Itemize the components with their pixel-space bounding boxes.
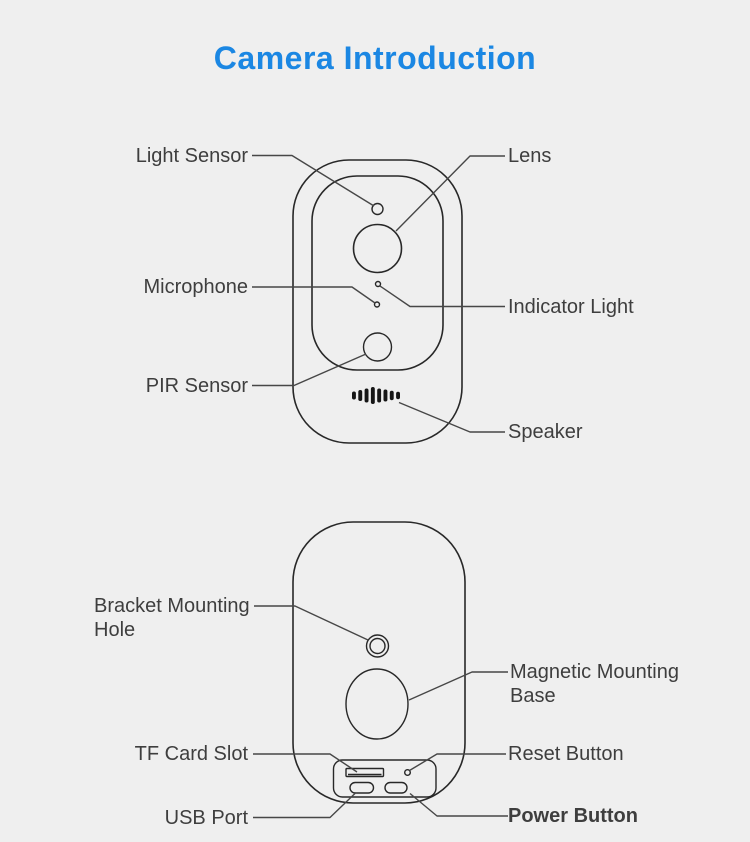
leader-microphone: [252, 286, 376, 304]
leader-indicator-light: [379, 285, 505, 308]
tf-card-slot-shape: [345, 767, 385, 778]
label-power-button: Power Button: [508, 805, 638, 827]
leader-reset-button: [409, 753, 506, 772]
page-title: Camera Introduction: [213, 40, 537, 76]
label-magnetic-mounting-base: Magnetic Mounting Base: [510, 661, 679, 707]
leader-speaker: [398, 401, 505, 433]
camera-back-view: [253, 521, 508, 819]
front-body-outline: [292, 159, 463, 444]
leader-pir-sensor: [252, 353, 367, 387]
bottom-panel: [332, 759, 437, 798]
label-indicator-light: Indicator Light: [508, 296, 634, 318]
reset-button-shape: [404, 769, 412, 777]
label-usb-port: USB Port: [164, 807, 248, 829]
leader-lens: [395, 155, 505, 232]
label-light-sensor: Light Sensor: [135, 145, 248, 167]
label-reset-button: Reset Button: [508, 743, 624, 765]
back-body-outline: [292, 521, 466, 804]
camera-front-view: [252, 154, 505, 444]
label-microphone: Microphone: [143, 276, 248, 298]
usb-port-shape: [349, 781, 375, 794]
magnetic-base-ellipse: [345, 668, 409, 740]
label-bracket-mounting-hole: Bracket Mounting Hole: [94, 595, 250, 641]
indicator-light-dot: [374, 280, 382, 288]
label-pir-sensor: PIR Sensor: [145, 375, 248, 397]
leader-magnetic-mounting-base: [408, 671, 508, 701]
speaker-grille: [352, 387, 400, 404]
leader-light-sensor: [252, 154, 375, 207]
front-face-outline: [311, 175, 444, 371]
leader-power-button: [409, 792, 508, 817]
leader-bracket-mounting-hole: [254, 605, 369, 641]
leader-tf-card-slot: [253, 753, 358, 773]
bracket-hole-inner: [369, 637, 386, 655]
power-button-shape: [384, 781, 408, 794]
pir-sensor-circle: [362, 332, 393, 362]
label-lens: Lens: [508, 145, 552, 167]
bracket-hole-outer: [365, 634, 390, 658]
light-sensor-circle: [371, 202, 384, 216]
label-tf-card-slot: TF Card Slot: [134, 743, 248, 765]
leader-usb-port: [253, 791, 357, 819]
lens-circle: [352, 223, 403, 274]
label-speaker: Speaker: [508, 421, 583, 443]
microphone-dot: [373, 301, 381, 308]
